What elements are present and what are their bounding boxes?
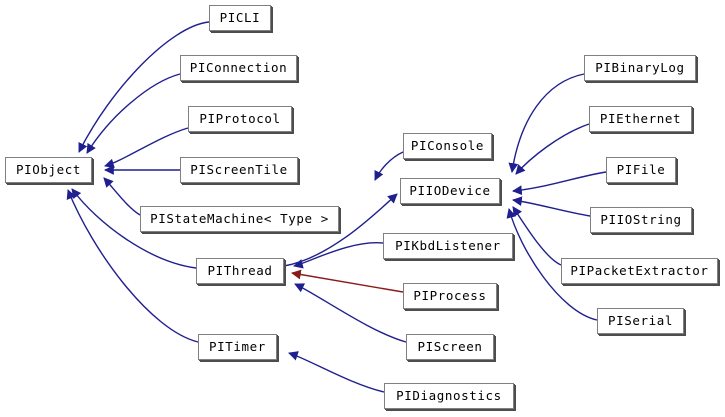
class-node-label: PIEthernet: [599, 110, 682, 126]
class-node-label: PIScreen: [417, 338, 483, 354]
inheritance-edge-pikbdlistener-to-pithread: [293, 242, 384, 269]
inheritance-edge-piconsole-to-piiodevice: [374, 151, 404, 181]
class-node-piconnection[interactable]: PIConnection: [180, 55, 297, 81]
inheritance-edge-piiostring-to-piiodevice: [512, 196, 591, 217]
inheritance-edge-pistatemachine-to-piobject: [103, 177, 141, 216]
class-node-label: PIIODevice: [409, 182, 491, 198]
inheritance-edge-pipacketextractor-to-piiodevice: [512, 206, 562, 266]
class-node-pidiagnostics[interactable]: PIDiagnostics: [384, 383, 514, 409]
class-node-piprotocol[interactable]: PIProtocol: [188, 106, 292, 132]
class-node-label: PIIOString: [600, 211, 682, 227]
class-node-piprocess[interactable]: PIProcess: [403, 283, 497, 309]
inheritance-edge-picli-to-piobject: [78, 21, 210, 153]
class-node-label: PIFile: [616, 161, 666, 177]
inheritance-edge-piprotocol-to-piobject: [104, 127, 189, 169]
class-node-piscreen[interactable]: PIScreen: [406, 334, 494, 360]
class-node-piiostring[interactable]: PIIOString: [590, 207, 692, 233]
class-node-label: PIScreenTile: [190, 161, 288, 177]
class-node-label: PIDiagnostics: [396, 387, 502, 403]
class-node-label: PIPacketExtractor: [570, 262, 709, 278]
inheritance-edge-piprocess-to-pithread: [291, 269, 404, 293]
class-node-pibinarylog[interactable]: PIBinaryLog: [584, 55, 696, 81]
class-node-piiodevice[interactable]: PIIODevice: [400, 178, 500, 204]
class-node-piconsole[interactable]: PIConsole: [403, 133, 492, 159]
class-node-picli[interactable]: PICLI: [209, 5, 271, 31]
class-node-piethernet[interactable]: PIEthernet: [589, 106, 692, 132]
class-node-label: PIConsole: [410, 137, 485, 153]
class-node-label: PICLI: [219, 9, 261, 25]
class-node-pistatemachine[interactable]: PIStateMachine< Type >: [140, 206, 339, 232]
inheritance-edge-pidiagnostics-to-pitimer: [288, 351, 385, 393]
inheritance-edge-piscreen-to-pithread: [294, 283, 407, 343]
class-node-label: PITimer: [209, 338, 266, 354]
class-node-pithread[interactable]: PIThread: [196, 258, 284, 284]
inheritance-edge-piconnection-to-piobject: [86, 73, 181, 154]
inheritance-edge-pibinarylog-to-piiodevice: [508, 73, 585, 173]
class-node-pifile[interactable]: PIFile: [606, 157, 676, 183]
class-node-label: PISerial: [607, 312, 673, 328]
class-node-label: PIStateMachine< Type >: [150, 210, 329, 226]
class-node-label: PIBinaryLog: [595, 59, 685, 75]
inheritance-edge-piethernet-to-piiodevice: [515, 123, 590, 175]
class-node-pikbdlistener[interactable]: PIKbdListener: [383, 233, 513, 259]
class-node-pipacketextractor[interactable]: PIPacketExtractor: [561, 258, 718, 284]
class-node-label: PIConnection: [189, 59, 288, 75]
class-node-piserial[interactable]: PISerial: [597, 308, 684, 334]
class-node-piscreentile[interactable]: PIScreenTile: [180, 157, 298, 183]
class-node-pitimer[interactable]: PITimer: [198, 334, 277, 360]
inheritance-edge-pifile-to-piiodevice: [512, 171, 607, 196]
class-node-label: PIProtocol: [199, 110, 281, 126]
class-node-label: PIKbdListener: [395, 237, 501, 253]
class-node-label: PIThread: [207, 262, 273, 278]
class-node-label: PIObject: [15, 161, 81, 177]
class-node-label: PIProcess: [413, 287, 487, 303]
class-node-piobject[interactable]: PIObject: [5, 157, 92, 183]
